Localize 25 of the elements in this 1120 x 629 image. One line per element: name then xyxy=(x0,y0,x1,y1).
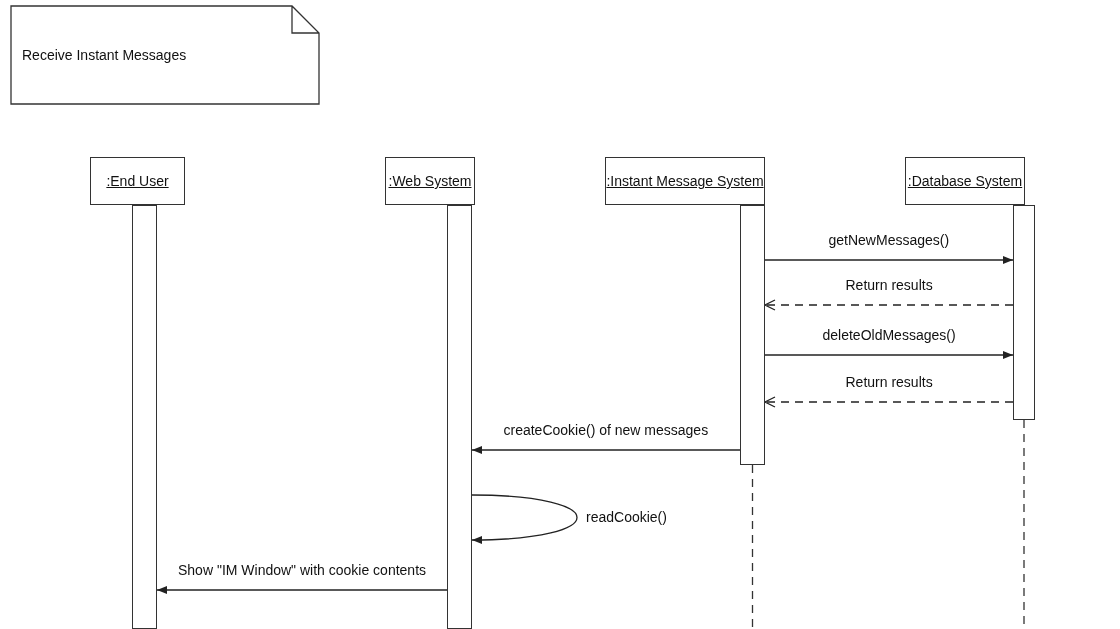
lifeline-head-box xyxy=(385,157,475,205)
activation-bar xyxy=(447,205,472,629)
lifeline-head-box xyxy=(90,157,185,205)
message-arrow xyxy=(764,256,1014,264)
lifeline-name: :Web System xyxy=(388,173,472,189)
lifeline-name: :Instant Message System xyxy=(606,173,764,189)
activation-bar xyxy=(1013,205,1035,420)
message-arrow xyxy=(764,351,1014,359)
return-arrow xyxy=(764,299,1014,311)
message-label: createCookie() of new messages xyxy=(501,422,711,439)
message-label: deleteOldMessages() xyxy=(820,327,958,344)
message-arrow xyxy=(471,446,741,454)
message-label: readCookie() xyxy=(584,508,669,526)
message-label: getNewMessages() xyxy=(826,232,952,249)
activation-bar xyxy=(132,205,157,629)
lifeline-head-box xyxy=(905,157,1025,205)
return-arrow xyxy=(764,396,1014,408)
lifeline-head-box xyxy=(605,157,765,205)
note-box xyxy=(10,5,320,105)
self-message-arrow xyxy=(471,494,578,544)
lifeline-name: :End User xyxy=(106,173,169,189)
lifeline-name: :Database System xyxy=(907,173,1023,189)
note-text: Receive Instant Messages xyxy=(22,47,187,63)
activation-bar xyxy=(740,205,765,465)
message-arrow xyxy=(156,586,448,594)
